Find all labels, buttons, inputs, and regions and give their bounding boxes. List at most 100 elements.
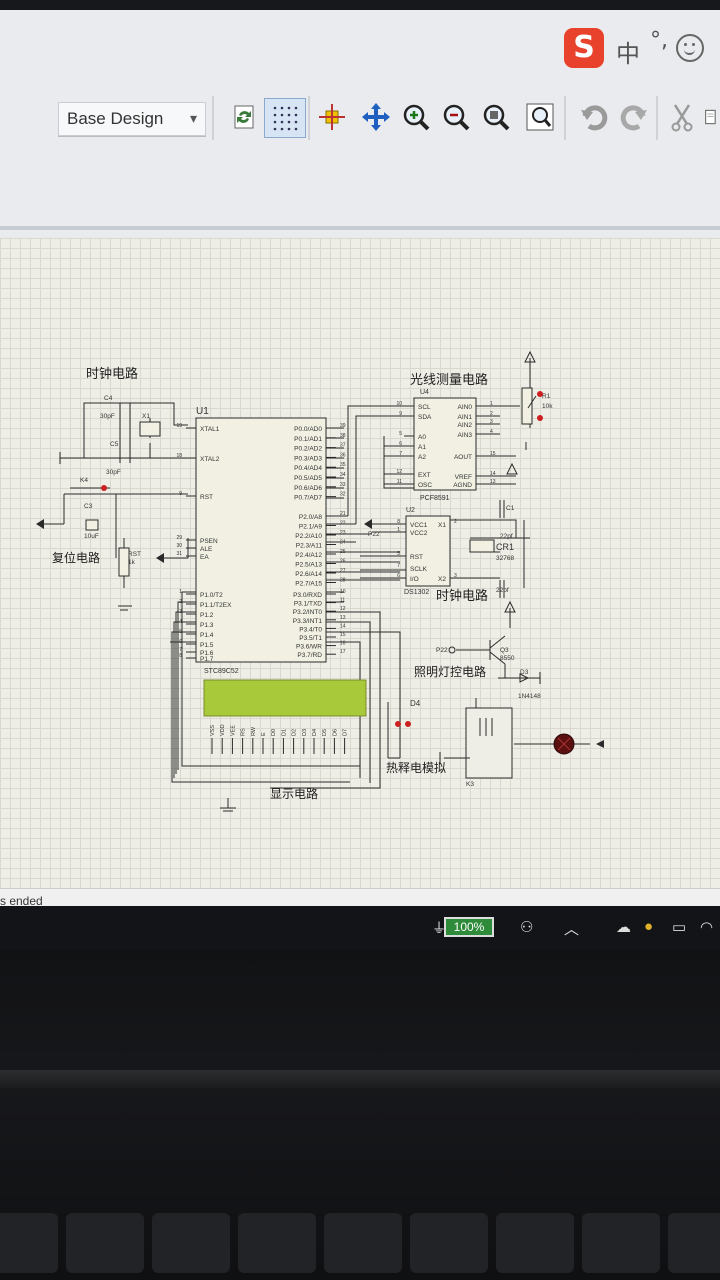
mcu-pin-label: P2.0/A8	[299, 514, 323, 521]
label-d3-value: 1N4148	[518, 693, 541, 700]
redo-button[interactable]	[616, 98, 652, 136]
mcu-pin-number: 9	[179, 491, 182, 497]
heading-light-control: 照明灯控电路	[414, 664, 486, 679]
mcu-pin-number: 32	[340, 492, 346, 498]
adc-pin-label: A2	[418, 454, 426, 461]
mcu-ref: U1	[196, 406, 209, 417]
lcd-pin-label: RW	[251, 726, 257, 736]
copy-button[interactable]	[702, 98, 720, 136]
battery-indicator[interactable]: ⏚ 100%	[432, 916, 494, 938]
rtc-pin-label: X2	[438, 576, 446, 583]
chevron-down-icon: ▾	[190, 110, 197, 127]
ime-language-toggle[interactable]: 中	[616, 34, 640, 69]
heading-reset-circuit: 复位电路	[52, 550, 100, 565]
vcc-arrow-icon-2	[507, 464, 517, 474]
label-d4: D4	[410, 699, 421, 708]
mcu-pin-number: 27	[340, 568, 346, 574]
panel-divider	[0, 226, 720, 230]
zoom-in-button[interactable]	[398, 98, 434, 136]
label-rst-value: 1k	[128, 559, 136, 566]
rtc-pin-number: 6	[397, 573, 400, 579]
battery-tray-icon[interactable]: ▭	[672, 918, 686, 936]
mcu-pin-label: P0.2/AD2	[294, 446, 322, 453]
grid-toggle-button[interactable]	[264, 98, 306, 138]
refresh-button[interactable]	[226, 98, 262, 136]
adc-pin-number: 9	[399, 411, 402, 417]
mcu-pin-label: P3.2/INT0	[293, 609, 323, 616]
adc-part: PCF8591	[420, 495, 450, 502]
mcu-pin-label: P1.3	[200, 622, 214, 629]
lcd-pin-label: D3	[302, 729, 308, 736]
terminal-arrow-icon	[156, 553, 164, 563]
power-terminal-icon	[36, 519, 44, 529]
ime-toolbar[interactable]: S 中 °,	[560, 24, 720, 68]
keyboard-key	[152, 1213, 230, 1273]
lcd-pin-label: D7	[343, 729, 349, 736]
wifi-icon[interactable]: ◠	[700, 918, 713, 936]
schematic-canvas[interactable]: XTAL119XTAL218RST9PSEN29ALE30EA31P1.0/T2…	[0, 238, 720, 888]
lcd-pin-label: D0	[271, 729, 277, 736]
ime-punctuation-toggle[interactable]: °,	[650, 28, 668, 53]
adc-pin-number: 12	[396, 469, 402, 475]
refresh-icon	[229, 102, 259, 132]
mcu-pin-label: P1.2	[200, 612, 214, 619]
design-selector[interactable]: Base Design ▾	[58, 102, 206, 136]
mcu-pin-number: 21	[340, 511, 346, 517]
undo-button[interactable]	[576, 98, 612, 136]
origin-button[interactable]	[314, 98, 350, 136]
app-tray-icon[interactable]: ●	[644, 918, 653, 935]
label-q3: Q3	[500, 647, 509, 654]
mcu-pin-label: P0.5/AD5	[294, 475, 322, 482]
zoom-area-button[interactable]	[522, 98, 558, 136]
keyboard-key	[496, 1213, 574, 1273]
rtc-pin-number: 1	[397, 527, 400, 533]
pir-state-icon	[395, 721, 401, 727]
label-rst: RST	[128, 551, 141, 558]
lcd-pin-label: VDD	[220, 724, 226, 736]
rtc-pin-label: SCLK	[410, 566, 428, 573]
adc-pin-number: 10	[396, 401, 402, 407]
lcd-pin-label: D4	[312, 729, 318, 736]
rtc-pin-number: 2	[454, 519, 457, 525]
adc-pin-label: VREF	[455, 474, 472, 481]
adc-pin-number: 2	[490, 411, 493, 417]
rtc-pin-number: 8	[397, 519, 400, 525]
pan-button[interactable]	[358, 98, 394, 136]
pot-state-icon-2	[537, 415, 543, 421]
adc-pin-label: OSC	[418, 482, 432, 489]
label-c4-value: 30pF	[100, 413, 115, 420]
adc-pin-number: 3	[490, 419, 493, 425]
zoom-all-button[interactable]	[478, 98, 514, 136]
emoji-icon[interactable]	[676, 34, 704, 62]
mcu-pin-label: P3.3/INT1	[293, 618, 323, 625]
adc-pin-number: 14	[490, 471, 496, 477]
lcd-pin-label: D2	[292, 729, 298, 736]
mcu-pin-number: 22	[340, 521, 346, 527]
rtc-part: DS1302	[404, 589, 429, 596]
heading-pir-sim: 热释电模拟	[386, 761, 446, 775]
label-c5-value: 30pF	[106, 469, 121, 476]
mcu-pin-label: P1.7	[200, 656, 214, 663]
cloud-icon[interactable]: ☁	[616, 918, 631, 936]
mcu-pin-number: 35	[340, 462, 346, 468]
zoom-out-button[interactable]	[438, 98, 474, 136]
mcu-pin-number: 11	[340, 598, 345, 604]
mcu-pin-label: P0.6/AD6	[294, 485, 322, 492]
lcd-pin-label: D5	[322, 729, 328, 736]
sogou-logo-icon[interactable]: S	[564, 28, 604, 68]
mcu-pin-label: P1.1/T2EX	[200, 602, 232, 609]
chevron-up-icon[interactable]: ︿	[564, 918, 579, 939]
people-icon[interactable]: ⚇	[520, 918, 533, 936]
mcu-pin-number: 13	[340, 615, 346, 621]
cut-button[interactable]	[664, 98, 700, 136]
lcd-pin-label: VEE	[230, 725, 236, 736]
mcu-pin-number: 29	[176, 535, 182, 541]
adc-pin-number: 13	[490, 479, 496, 485]
adc-pin-label: AIN1	[458, 414, 473, 421]
adc-pin-number: 11	[397, 479, 402, 485]
mcu-pin-number: 37	[340, 443, 346, 449]
zoom-all-icon	[481, 102, 511, 132]
label-cr1: CR1	[496, 542, 514, 552]
adc-pin-label: AIN0	[458, 404, 473, 411]
lcd-pin-label: D6	[332, 729, 338, 736]
